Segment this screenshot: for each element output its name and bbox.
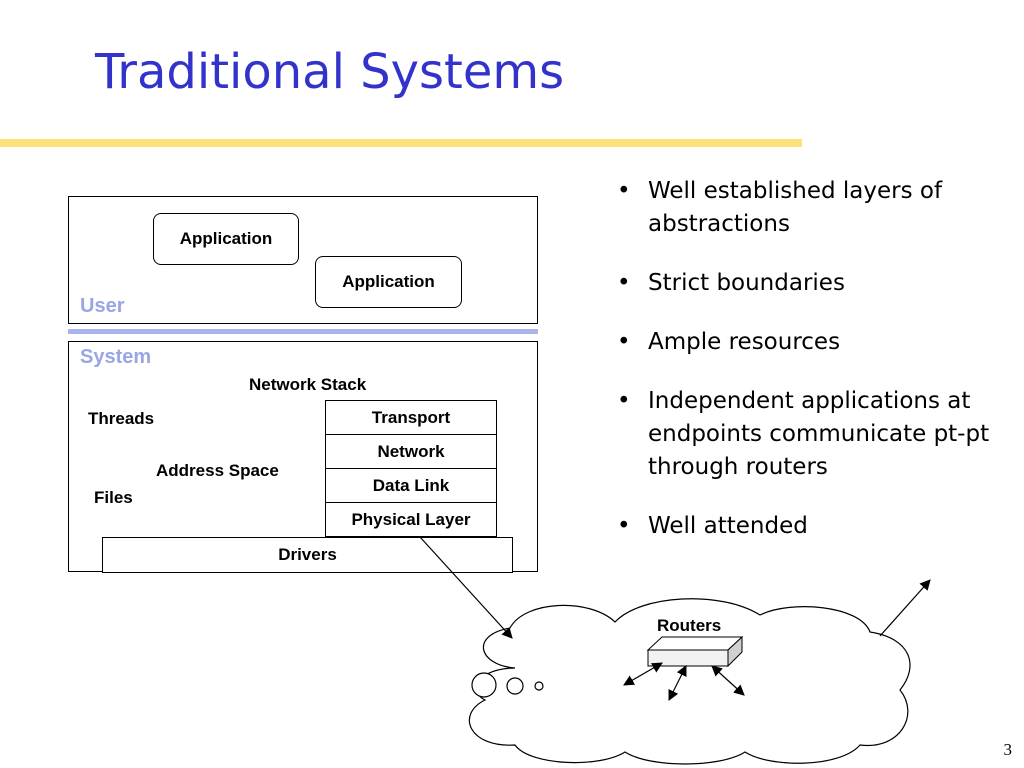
- page-number: 3: [1003, 740, 1013, 759]
- router-link-down-arrow: [668, 665, 687, 701]
- network-cloud: [468, 598, 911, 765]
- stack-layer-physical: Physical Layer: [325, 502, 497, 537]
- address-space-label: Address Space: [156, 461, 279, 480]
- bullet-text: Well established layers of abstractions: [648, 178, 943, 237]
- cloud-outbound-arrow: [879, 579, 931, 637]
- cloud-bubble-small: [534, 681, 544, 691]
- physical-to-cloud-arrow: [419, 536, 513, 639]
- cloud-bubble-large: [471, 672, 497, 698]
- bullet-text: Strict boundaries: [648, 270, 845, 296]
- application-box-1: Application: [153, 213, 299, 265]
- bullet-item: •Well attended: [617, 513, 808, 539]
- bullet-item: •Strict boundaries: [617, 270, 845, 296]
- user-label: User: [80, 295, 125, 317]
- router-link-right-arrow: [711, 665, 745, 696]
- bullet-list: •Well established layers of abstractions…: [617, 175, 1017, 569]
- router-link-left-arrow: [623, 662, 663, 686]
- title-underline: [0, 139, 802, 147]
- stack-layer-network: Network: [325, 434, 497, 469]
- slide-title: Traditional Systems: [95, 44, 565, 100]
- stack-layer-data-link: Data Link: [325, 468, 497, 503]
- stack-layer-transport: Transport: [325, 400, 497, 435]
- routers-label: Routers: [657, 616, 722, 635]
- system-label: System: [80, 346, 152, 368]
- drivers-box: Drivers: [102, 537, 513, 573]
- files-label: Files: [94, 488, 133, 507]
- bullet-item: •Independent applications at endpoints c…: [617, 388, 990, 480]
- bullet-text: Well attended: [648, 513, 808, 539]
- bullet-item: •Well established layers of abstractions: [617, 178, 943, 237]
- bullet-item: •Ample resources: [617, 329, 841, 355]
- bullet-text: Independent applications at endpoints co…: [648, 388, 990, 480]
- threads-label: Threads: [88, 409, 155, 428]
- cloud-bubble-medium: [506, 677, 524, 695]
- router-icon: [646, 635, 744, 668]
- bullet-text: Ample resources: [648, 329, 841, 355]
- network-stack-label: Network Stack: [249, 375, 367, 394]
- application-box-2: Application: [315, 256, 462, 308]
- user-system-divider: [68, 329, 538, 334]
